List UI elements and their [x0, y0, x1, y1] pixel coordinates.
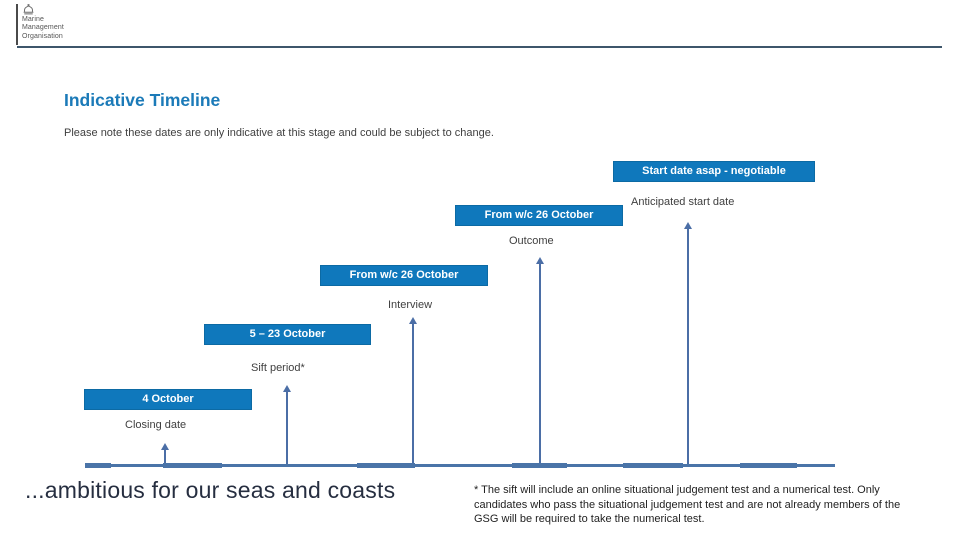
milestone-label-outcome: Outcome [509, 235, 554, 247]
timeline-axis [85, 464, 835, 467]
milestone-label-closing: Closing date [125, 419, 187, 431]
milestone-arrow-sift [282, 385, 292, 466]
milestone-date-box-interview: From w/c 26 October [320, 265, 488, 286]
arrow-stem [411, 324, 415, 466]
timeline-axis-segment [85, 463, 111, 468]
milestone-date-box-closing: 4 October [84, 389, 252, 410]
logo-divider-bar [16, 4, 18, 45]
page-title: Indicative Timeline [64, 90, 221, 110]
arrow-head-icon [409, 317, 417, 324]
arrow-head-icon [684, 222, 692, 229]
milestone-arrow-outcome [535, 257, 545, 466]
arrow-head-icon [536, 257, 544, 264]
timeline-axis-segment [163, 463, 222, 468]
milestone-date-box-start: Start date asap - negotiable [613, 161, 815, 182]
logo-line-3: Organisation [22, 32, 63, 40]
milestone-label-anticipated-start: Anticipated start date [631, 196, 735, 208]
arrow-head-icon [283, 385, 291, 392]
logo-line-2: Management [22, 24, 64, 32]
arrow-stem [163, 450, 167, 466]
arrow-stem [686, 229, 690, 466]
tagline: ...ambitious for our seas and coasts [25, 477, 396, 503]
timeline-axis-segment [740, 463, 797, 468]
arrow-head-icon [161, 443, 169, 450]
arrow-stem [538, 264, 542, 466]
milestone-label-sift: Sift period* [251, 362, 305, 374]
arrow-stem [285, 392, 289, 466]
logo-wordmark: Marine Management Organisation [22, 16, 64, 41]
sift-footnote: * The sift will include an online situat… [474, 484, 901, 526]
logo-line-1: Marine [22, 16, 44, 23]
timeline-axis-segment [623, 463, 683, 468]
header-rule [17, 46, 942, 48]
timeline-axis-segment [512, 463, 567, 468]
timeline-axis-segment [357, 463, 415, 468]
milestone-arrow-interview [408, 317, 418, 466]
milestone-label-interview: Interview [388, 299, 433, 311]
milestone-arrow-start [683, 222, 693, 466]
milestone-date-box-sift: 5 – 23 October [204, 324, 371, 345]
milestone-arrow-closing [160, 443, 170, 466]
page-subtitle: Please note these dates are only indicat… [64, 127, 494, 139]
royal-crest-icon [23, 4, 34, 15]
milestone-date-box-outcome: From w/c 26 October [455, 205, 623, 226]
